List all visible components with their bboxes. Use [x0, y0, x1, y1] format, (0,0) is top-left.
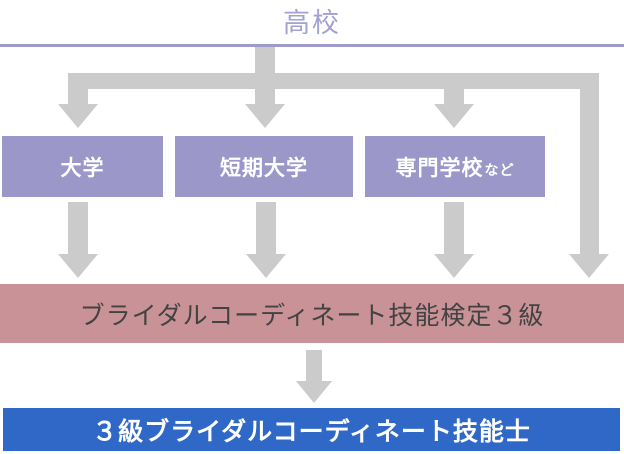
exam-bar: ブライダルコーディネート技能検定３級 [0, 284, 624, 343]
highschool-divider-line [0, 44, 624, 47]
arrow-stem [444, 75, 464, 105]
school-box-vocational-school: 専門学校 など [365, 136, 545, 197]
school-box-label: 大学 [60, 156, 105, 180]
arrow-stem [306, 350, 322, 382]
school-box-label-suffix: など [484, 161, 515, 178]
arrow-stem [444, 202, 464, 255]
arrow-stem [580, 73, 599, 255]
result-bar: ３級ブライダルコーディネート技能士 [3, 408, 620, 451]
school-box-junior-college: 短期大学 [175, 136, 353, 197]
arrow-head [58, 254, 98, 278]
arrow-stem [256, 202, 276, 255]
arrow-head [569, 254, 609, 278]
school-box-label: 専門学校 [395, 156, 484, 180]
arrow-stem [68, 202, 88, 255]
exam-bar-label: ブライダルコーディネート技能検定３級 [79, 301, 545, 330]
arrow-stem [255, 47, 275, 105]
arrow-head [434, 104, 474, 128]
connector-horizontal-bar [68, 73, 599, 89]
arrow-head [246, 254, 286, 278]
result-bar-label: ３級ブライダルコーディネート技能士 [92, 417, 531, 446]
arrow-stem [68, 75, 88, 105]
school-box-university: 大学 [2, 136, 163, 197]
arrow-head [296, 381, 332, 403]
highschool-label: 高校 [283, 8, 341, 38]
school-box-label: 短期大学 [220, 156, 308, 180]
arrow-head [58, 104, 98, 128]
arrow-head [245, 104, 285, 128]
arrow-head [434, 254, 474, 278]
